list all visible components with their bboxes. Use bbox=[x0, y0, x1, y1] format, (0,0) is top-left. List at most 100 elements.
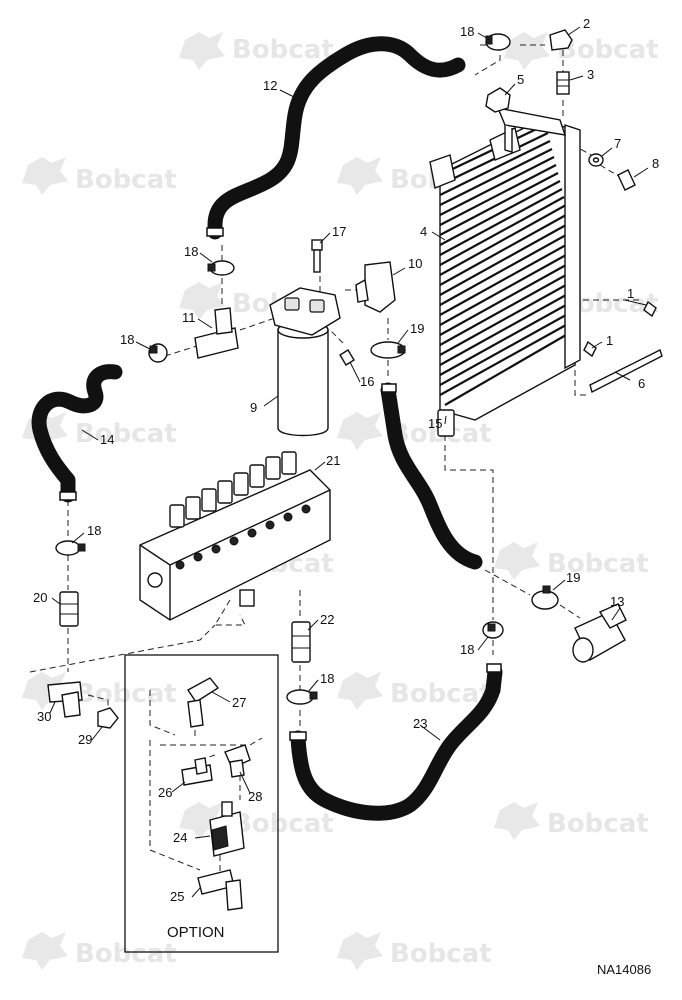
bracket-rod-6 bbox=[589, 349, 663, 394]
fitting-3 bbox=[556, 71, 570, 95]
watermark-13: Bobcat bbox=[179, 802, 334, 840]
callout-25: 25 bbox=[170, 889, 184, 904]
callout-30: 30 bbox=[37, 709, 51, 724]
elbow-fitting-27 bbox=[186, 677, 220, 728]
watermark-10: Bobcat bbox=[494, 542, 649, 580]
hose-12 bbox=[206, 36, 466, 240]
clamp-18-a bbox=[485, 33, 511, 51]
plug-16 bbox=[339, 349, 355, 366]
watermark-15: Bobcat bbox=[22, 932, 177, 970]
tee-fitting-30 bbox=[47, 681, 83, 718]
callout-11: 11 bbox=[182, 310, 196, 325]
clamp-18-f bbox=[286, 689, 318, 705]
callout-3: 3 bbox=[587, 67, 594, 82]
callout-4: 4 bbox=[420, 224, 427, 239]
callout-1-upper: 1 bbox=[627, 286, 634, 301]
callout-18-e: 18 bbox=[460, 642, 474, 657]
watermark-16: Bobcat bbox=[337, 932, 492, 970]
option-label: OPTION bbox=[167, 924, 225, 941]
watermark-11: Bobcat bbox=[22, 672, 177, 710]
callout-18-d: 18 bbox=[87, 523, 101, 538]
callout-24: 24 bbox=[173, 830, 187, 845]
cap-29 bbox=[97, 707, 119, 729]
callout-labels: 1 1 2 3 4 5 6 7 8 9 10 11 12 13 14 15 16… bbox=[33, 16, 659, 904]
callout-19-a: 19 bbox=[410, 321, 424, 336]
tee-fitting-13 bbox=[572, 603, 627, 663]
valve-ports bbox=[175, 504, 311, 570]
callout-12: 12 bbox=[263, 78, 277, 93]
svg-text:Bobcat: Bobcat bbox=[390, 679, 492, 709]
clamp-19-a bbox=[370, 341, 406, 359]
callout-10: 10 bbox=[408, 256, 422, 271]
drawing-code: NA14086 bbox=[597, 962, 651, 977]
cotter-pin-1-upper bbox=[643, 300, 657, 318]
clamp-19-b bbox=[531, 585, 559, 610]
callout-1-lower: 1 bbox=[606, 333, 613, 348]
callout-27: 27 bbox=[232, 695, 246, 710]
svg-text:Bobcat: Bobcat bbox=[232, 809, 334, 839]
washer-7 bbox=[588, 153, 604, 167]
callout-13: 13 bbox=[610, 594, 624, 609]
callout-29: 29 bbox=[78, 732, 92, 747]
svg-text:Bobcat: Bobcat bbox=[75, 679, 177, 709]
elbow-fitting-28 bbox=[224, 744, 251, 778]
callout-21: 21 bbox=[326, 453, 340, 468]
watermark-3: Bobcat bbox=[22, 157, 177, 195]
callout-7: 7 bbox=[614, 136, 621, 151]
callout-8: 8 bbox=[652, 156, 659, 171]
oil-cooler bbox=[429, 119, 581, 437]
svg-text:Bobcat: Bobcat bbox=[75, 939, 177, 969]
svg-text:Bobcat: Bobcat bbox=[232, 35, 334, 65]
tee-fitting-11 bbox=[194, 307, 239, 359]
cooler-fins bbox=[439, 124, 567, 406]
valve-spools bbox=[169, 451, 297, 528]
watermark-14: Bobcat bbox=[494, 802, 649, 840]
callout-18-f: 18 bbox=[320, 671, 334, 686]
valve-24 bbox=[209, 801, 245, 857]
fitting-22 bbox=[291, 621, 311, 663]
svg-text:Bobcat: Bobcat bbox=[390, 939, 492, 969]
cap-2 bbox=[549, 29, 573, 51]
tee-fitting-26 bbox=[181, 757, 213, 786]
callout-15: 15 bbox=[428, 416, 442, 431]
callout-2: 2 bbox=[583, 16, 590, 31]
callout-23: 23 bbox=[413, 716, 427, 731]
callout-18-c: 18 bbox=[120, 332, 134, 347]
bolt-17 bbox=[311, 239, 323, 273]
callout-16: 16 bbox=[360, 374, 374, 389]
watermark-layer: Bobcat Bobcat Bobcat Bobcat Bobcat Bobca… bbox=[22, 32, 659, 970]
elbow-fitting-10 bbox=[355, 261, 396, 313]
watermark-2: Bobcat bbox=[504, 32, 659, 70]
callout-14: 14 bbox=[100, 432, 114, 447]
leader-lines bbox=[49, 26, 649, 898]
callout-17: 17 bbox=[332, 224, 346, 239]
callout-18-a: 18 bbox=[460, 24, 474, 39]
cotter-pin-1-lower bbox=[583, 340, 597, 358]
clamp-18-e bbox=[482, 621, 504, 639]
callout-28: 28 bbox=[248, 789, 262, 804]
svg-text:Bobcat: Bobcat bbox=[547, 549, 649, 579]
callout-22: 22 bbox=[320, 612, 334, 627]
callout-9: 9 bbox=[250, 400, 257, 415]
fitting-20 bbox=[59, 591, 79, 627]
hose-14 bbox=[31, 364, 123, 503]
bolt-8 bbox=[617, 169, 636, 191]
svg-text:Bobcat: Bobcat bbox=[75, 419, 177, 449]
watermark-12: Bobcat bbox=[337, 672, 492, 710]
clamp-18-b bbox=[207, 260, 235, 276]
mounting-bracket bbox=[496, 107, 567, 153]
nut-5 bbox=[485, 87, 511, 113]
control-valve-21 bbox=[139, 451, 331, 621]
svg-text:Bobcat: Bobcat bbox=[75, 165, 177, 195]
callout-5: 5 bbox=[517, 72, 524, 87]
filter-assembly-9 bbox=[269, 287, 341, 437]
callout-19-b: 19 bbox=[566, 570, 580, 585]
svg-text:Bobcat: Bobcat bbox=[557, 35, 659, 65]
callout-6: 6 bbox=[638, 376, 645, 391]
hose-15 bbox=[380, 382, 483, 570]
watermark-1: Bobcat bbox=[179, 32, 334, 70]
svg-text:Bobcat: Bobcat bbox=[547, 809, 649, 839]
hose-23 bbox=[289, 663, 503, 821]
clamp-18-c bbox=[148, 343, 168, 363]
